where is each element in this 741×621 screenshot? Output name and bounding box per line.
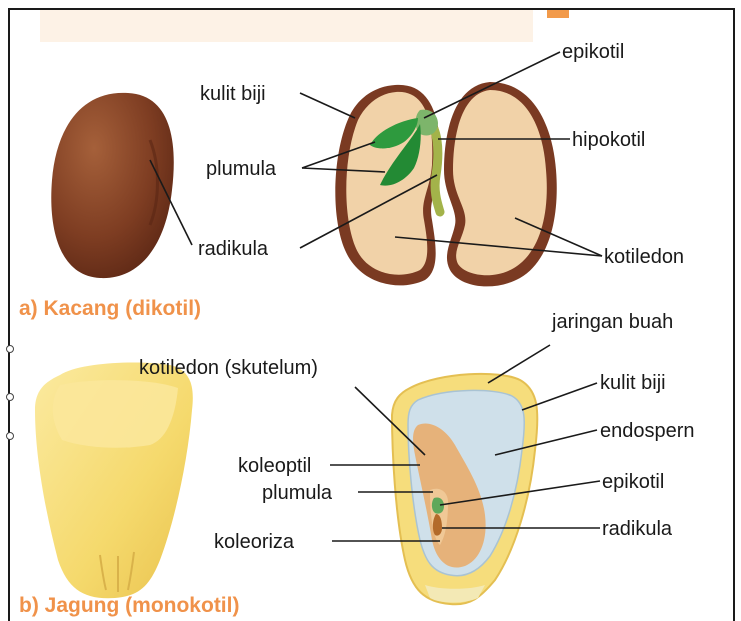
label-corn-endospern: endospern [600,421,695,441]
label-corn-koleoriza: koleoriza [214,532,294,552]
label-corn-koleoptil: koleoptil [238,456,311,476]
caption-corn: b) Jagung (monokotil) [19,595,239,616]
bean-right-cotyledon [444,82,557,286]
label-corn-kotiledon-skutelum: kotiledon (skutelum) [139,358,318,378]
label-corn-kulit-biji: kulit biji [600,373,666,393]
label-bean-epikotil: epikotil [562,42,624,62]
label-corn-radikula: radikula [602,519,672,539]
label-corn-jaringan-buah: jaringan buah [552,312,673,332]
label-bean-plumula: plumula [206,159,276,179]
label-corn-epikotil: epikotil [602,472,664,492]
label-bean-kotiledon: kotiledon [604,247,684,267]
label-corn-plumula: plumula [262,483,332,503]
corn-section [392,374,537,604]
label-bean-kulit-biji: kulit biji [200,84,266,104]
caption-bean: a) Kacang (dikotil) [19,298,201,319]
whole-bean [51,93,173,278]
label-bean-radikula: radikula [198,239,268,259]
whole-corn-kernel [35,362,193,598]
label-bean-hipokotil: hipokotil [572,130,645,150]
